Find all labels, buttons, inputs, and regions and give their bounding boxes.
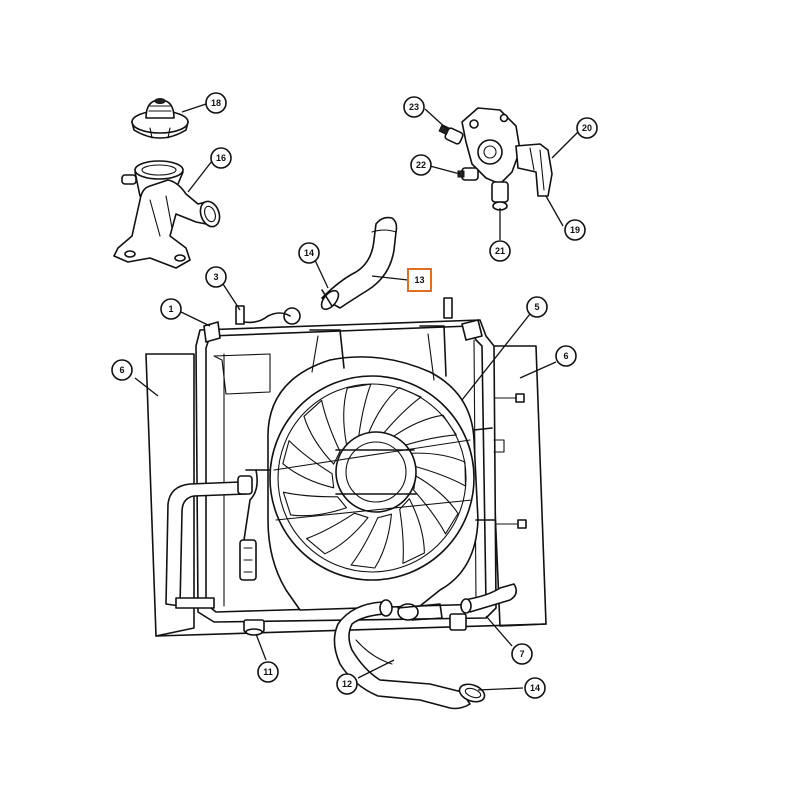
svg-text:1: 1 <box>168 304 173 314</box>
svg-text:7: 7 <box>519 649 524 659</box>
svg-text:20: 20 <box>582 123 592 133</box>
callout-23: 23 <box>403 96 425 118</box>
callout-13-highlighted[interactable]: 13 <box>407 268 432 292</box>
callout-11: 11 <box>257 661 279 683</box>
callout-14-upper: 14 <box>298 242 320 264</box>
fan-blades <box>282 383 467 569</box>
svg-text:18: 18 <box>211 98 221 108</box>
overflow-tube <box>165 469 258 609</box>
svg-text:21: 21 <box>495 246 505 256</box>
fan-blade <box>343 383 372 445</box>
callout-18: 18 <box>205 92 227 114</box>
callout-5: 5 <box>526 296 548 318</box>
svg-text:12: 12 <box>342 679 352 689</box>
callout-22: 22 <box>410 154 432 176</box>
cooling-fan-module <box>245 325 495 611</box>
svg-text:3: 3 <box>213 272 218 282</box>
lower-radiator-hose <box>333 599 486 710</box>
fan-blade <box>303 399 341 465</box>
fan-blade <box>413 475 459 535</box>
fan-blade <box>399 498 425 564</box>
fan-blade <box>282 491 348 517</box>
fan-blade <box>408 452 467 487</box>
svg-text:22: 22 <box>416 160 426 170</box>
svg-text:11: 11 <box>263 667 273 677</box>
lower-fittings <box>243 583 518 636</box>
callout-21: 21 <box>489 240 511 262</box>
upper-radiator-hose <box>320 216 398 311</box>
callout-16: 16 <box>210 147 232 169</box>
callout-6-left: 6 <box>111 359 133 381</box>
water-outlet-assembly <box>438 107 553 211</box>
callout-14-lower: 14 <box>524 677 546 699</box>
svg-text:13: 13 <box>414 275 424 285</box>
fan-blade <box>306 512 369 555</box>
svg-text:14: 14 <box>304 248 314 258</box>
fan-blade <box>390 414 457 447</box>
svg-text:6: 6 <box>563 351 568 361</box>
svg-text:5: 5 <box>534 302 539 312</box>
leader-lines <box>134 103 579 691</box>
svg-text:14: 14 <box>530 683 540 693</box>
svg-text:19: 19 <box>570 225 580 235</box>
callout-12: 12 <box>336 673 358 695</box>
callout-7: 7 <box>511 643 533 665</box>
callout-6-right: 6 <box>555 345 577 367</box>
callout-1: 1 <box>160 298 182 320</box>
callout-3: 3 <box>205 266 227 288</box>
svg-text:16: 16 <box>216 153 226 163</box>
svg-text:6: 6 <box>119 365 124 375</box>
callout-19: 19 <box>564 219 586 241</box>
callout-20: 20 <box>576 117 598 139</box>
fan-blade <box>350 513 392 569</box>
fan-blade <box>367 386 422 436</box>
thermostat-housing <box>113 160 221 269</box>
fan-blade <box>282 440 335 489</box>
svg-text:23: 23 <box>409 102 419 112</box>
thermostat <box>131 98 189 139</box>
